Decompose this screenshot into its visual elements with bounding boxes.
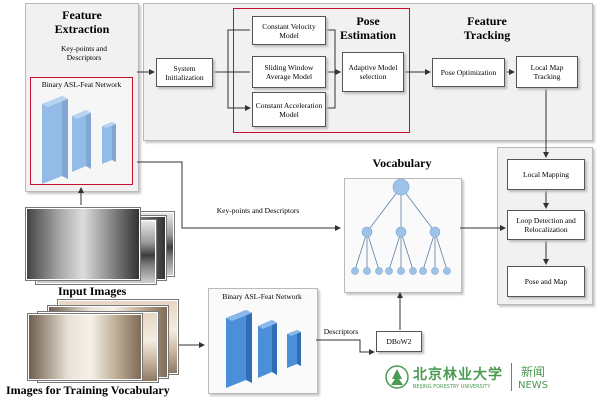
local-map-tracking: Local Map Tracking: [516, 56, 578, 88]
tree-leaf-node: [375, 267, 383, 275]
training-network-label: Binary ASL-Feat Network: [222, 292, 302, 301]
tree-level1-node: [395, 226, 407, 238]
watermark-chinese-name: 北京林业大学: [413, 367, 503, 383]
input-images-caption: Input Images: [58, 284, 127, 298]
tree-level1-node: [361, 226, 373, 238]
tree-root-node: [392, 178, 410, 196]
input-image-frame: [26, 208, 140, 280]
tree-leaf-node: [363, 267, 371, 275]
watermark-english-name: BEIJING FORESTRY UNIVERSITY: [413, 384, 491, 390]
pose-and-map: Pose and Map: [507, 266, 585, 297]
arrow-init-branches: [213, 29, 250, 108]
keypoints-descriptors-edge-label: Key-points and Descriptors: [216, 206, 300, 215]
constant-acceleration-model: Constant Acceleration Model: [252, 92, 326, 127]
tree-leaf-node: [351, 267, 359, 275]
training-images-caption: Images for Training Vocabulary: [6, 383, 170, 397]
tree-leaf-node: [409, 267, 417, 275]
adaptive-model-selection: Adaptive Model selection: [342, 52, 404, 92]
university-news-watermark: 北京林业大学 BEIJING FORESTRY UNIVERSITY 新闻 NE…: [385, 358, 595, 396]
tree-leaf-node: [431, 267, 439, 275]
local-mapping: Local Mapping: [507, 159, 585, 190]
dbow2-box: DBoW2: [376, 331, 422, 352]
watermark-news-en: NEWS: [518, 380, 549, 391]
pose-estimation-title: Pose Estimation: [339, 14, 396, 42]
tree-leaf-node: [385, 267, 393, 275]
watermark-news-cn: 新闻: [521, 365, 546, 379]
sliding-window-model: Sliding Window Average Model: [252, 56, 326, 88]
arrow-accel-to-adaptive: [326, 72, 336, 109]
loop-detection-relocalization: Loop Detection and Relocalization: [507, 210, 585, 240]
feature-tracking-title: Feature Tracking: [463, 14, 511, 42]
descriptors-edge-label: Descriptors: [323, 327, 359, 336]
system-initialization: System Initialization: [156, 58, 213, 87]
tree-level1-node: [429, 226, 441, 238]
binary-network-label: Binary ASL-Feat Network: [41, 80, 122, 89]
arrow-network-to-vocabulary: [137, 161, 341, 231]
arrow-network-to-dbow: [316, 339, 375, 355]
training-image-frame: [28, 314, 142, 380]
tree-leaf-node: [419, 267, 427, 275]
tree-leaf-node: [397, 267, 405, 275]
feature-extraction-title: Feature Extraction: [54, 8, 110, 36]
university-logo-icon: [385, 365, 409, 389]
network-blocks-bottom: [226, 310, 301, 388]
vocabulary-title: Vocabulary: [372, 156, 432, 170]
binary-network-box: [30, 77, 133, 185]
constant-velocity-model: Constant Velocity Model: [252, 16, 326, 45]
tree-leaf-node: [443, 267, 451, 275]
pose-optimization: Pose Optimization: [432, 58, 505, 87]
keypoints-descriptors-label: Key-points and Descriptors: [60, 44, 108, 62]
network-blocks-top: [42, 96, 116, 184]
